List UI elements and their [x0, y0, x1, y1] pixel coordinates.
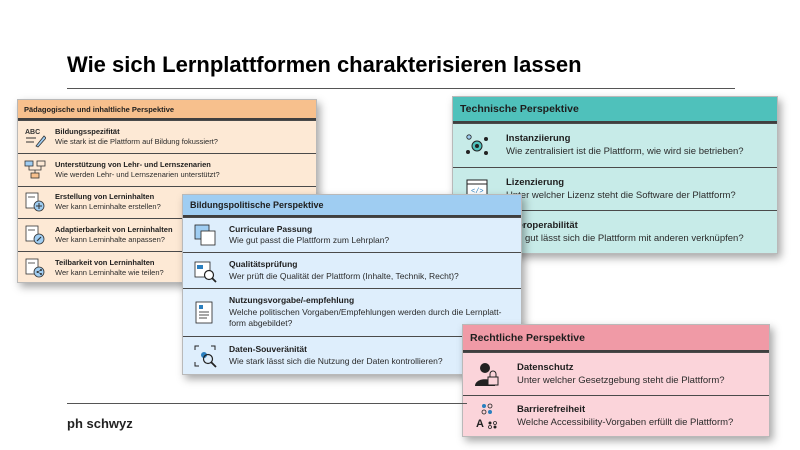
card-rechtliche-perspektive: Rechtliche Perspektive Datenschutz Unter… [462, 324, 770, 437]
item-question: Wie gut passt die Plattform zum Lehrplan… [229, 235, 390, 245]
svg-text:A: A [476, 418, 484, 430]
item-question: Welche politischen Vorgaben/Empfehlungen… [229, 306, 502, 329]
item-question: Wie zentralisiert ist die Plattform, wie… [506, 146, 744, 158]
list-item: Erstellung von Lerninhalten Wer kann Ler… [18, 185, 316, 219]
card-header: Technische Perspektive [453, 97, 777, 123]
item-question: Wer kann Lerninhalte anpassen? [55, 235, 165, 245]
list-item: </> Lizenzierung Unter welcher Lizenz st… [453, 166, 777, 211]
item-question: Wer kann Lerninhalte erstellen? [55, 202, 161, 212]
card-paedagogische-perspektive: Pädagogische und inhaltliche Perspektive… [17, 99, 317, 283]
list-item: Unterstützung von Lehr- und Lernszenarie… [18, 152, 316, 186]
item-title: Erstellung von Lerninhalten [55, 192, 155, 202]
list-item: Adaptierbarkeit von Lerninhalten Wer kan… [18, 218, 316, 251]
item-title: Instanziierung [506, 133, 571, 145]
item-question: Wie werden Lehr- und Lernszenarien unter… [55, 169, 220, 179]
slide-title: Wie sich Lernplattformen charakterisiere… [67, 52, 582, 77]
card-header: Rechtliche Perspektive [463, 325, 769, 352]
list-item: Daten-Souveränität Wie stark lässt sich … [183, 336, 521, 374]
list-item: A Barrierefreiheit Welche Accessibility-… [463, 394, 769, 438]
footer-divider [67, 403, 467, 404]
item-question: Unter welcher Lizenz steht die Software … [506, 189, 736, 201]
item-question: Wer kann Lerninhalte wie teilen? [55, 268, 164, 278]
abc-pencil-icon: ABC [22, 125, 48, 149]
curriculum-fit-icon [191, 222, 219, 248]
item-question: Wie gut lässt sich die Plattform mit and… [506, 233, 744, 245]
card-header: Bildungspolitische Perspektive [183, 195, 521, 217]
item-title: Nutzungsvorgabe/-empfehlung [229, 295, 355, 306]
item-title: Lizenzierung [506, 176, 565, 188]
list-item: Nutzungsvorgabe/-empfehlung Welche polit… [183, 288, 521, 336]
quality-check-icon [191, 258, 219, 284]
list-item: Qualitätsprüfung Wer prüft die Qualität … [183, 252, 521, 288]
list-item: Teilbarkeit von Lerninhalten Wer kann Le… [18, 251, 316, 284]
network-hub-icon [462, 131, 492, 159]
svg-text:ABC: ABC [25, 129, 40, 136]
item-title: Adaptierbarkeit von Lerninhalten [55, 225, 173, 235]
item-title: Daten-Souveränität [229, 344, 307, 354]
item-title: Bildungsspezifität [55, 126, 120, 136]
item-title: Interoperabilität [506, 220, 578, 232]
card-header: Pädagogische und inhaltliche Perspektive [18, 100, 316, 120]
footer-brand: ph schwyz [67, 416, 133, 431]
list-item: Datenschutz Unter welcher Gesetzgebung s… [463, 352, 769, 395]
edit-content-icon [22, 223, 48, 247]
item-title: Unterstützung von Lehr- und Lernszenarie… [55, 159, 211, 169]
item-title: Qualitätsprüfung [229, 259, 298, 269]
flowchart-icon [22, 158, 48, 182]
svg-text:</>: </> [471, 188, 484, 196]
item-title: Curriculare Passung [229, 223, 313, 234]
item-title: Teilbarkeit von Lerninhalten [55, 258, 155, 268]
add-content-icon [22, 190, 48, 214]
user-lock-icon [473, 359, 503, 389]
item-question: Wie stark lässt sich die Nutzung der Dat… [229, 355, 443, 366]
share-content-icon [22, 256, 48, 280]
accessibility-icon: A [473, 401, 503, 431]
item-question: Wer prüft die Qualität der Plattform (In… [229, 270, 459, 281]
data-sovereignty-icon [191, 343, 219, 369]
item-question: Welche Accessibility-Vorgaben erfüllt di… [517, 417, 734, 429]
title-divider [67, 88, 735, 89]
list-item: Curriculare Passung Wie gut passt die Pl… [183, 217, 521, 252]
list-item: ABC Bildungsspezifität Wie stark ist die… [18, 120, 316, 153]
list-item: Instanziierung Wie zentralisiert ist die… [453, 123, 777, 167]
policy-document-icon [191, 300, 219, 326]
item-question: Wie stark ist die Plattform auf Bildung … [55, 136, 218, 146]
item-title: Datenschutz [517, 361, 574, 373]
item-title: Barrierefreiheit [517, 404, 586, 416]
item-question: Unter welcher Gesetzgebung steht die Pla… [517, 374, 725, 386]
